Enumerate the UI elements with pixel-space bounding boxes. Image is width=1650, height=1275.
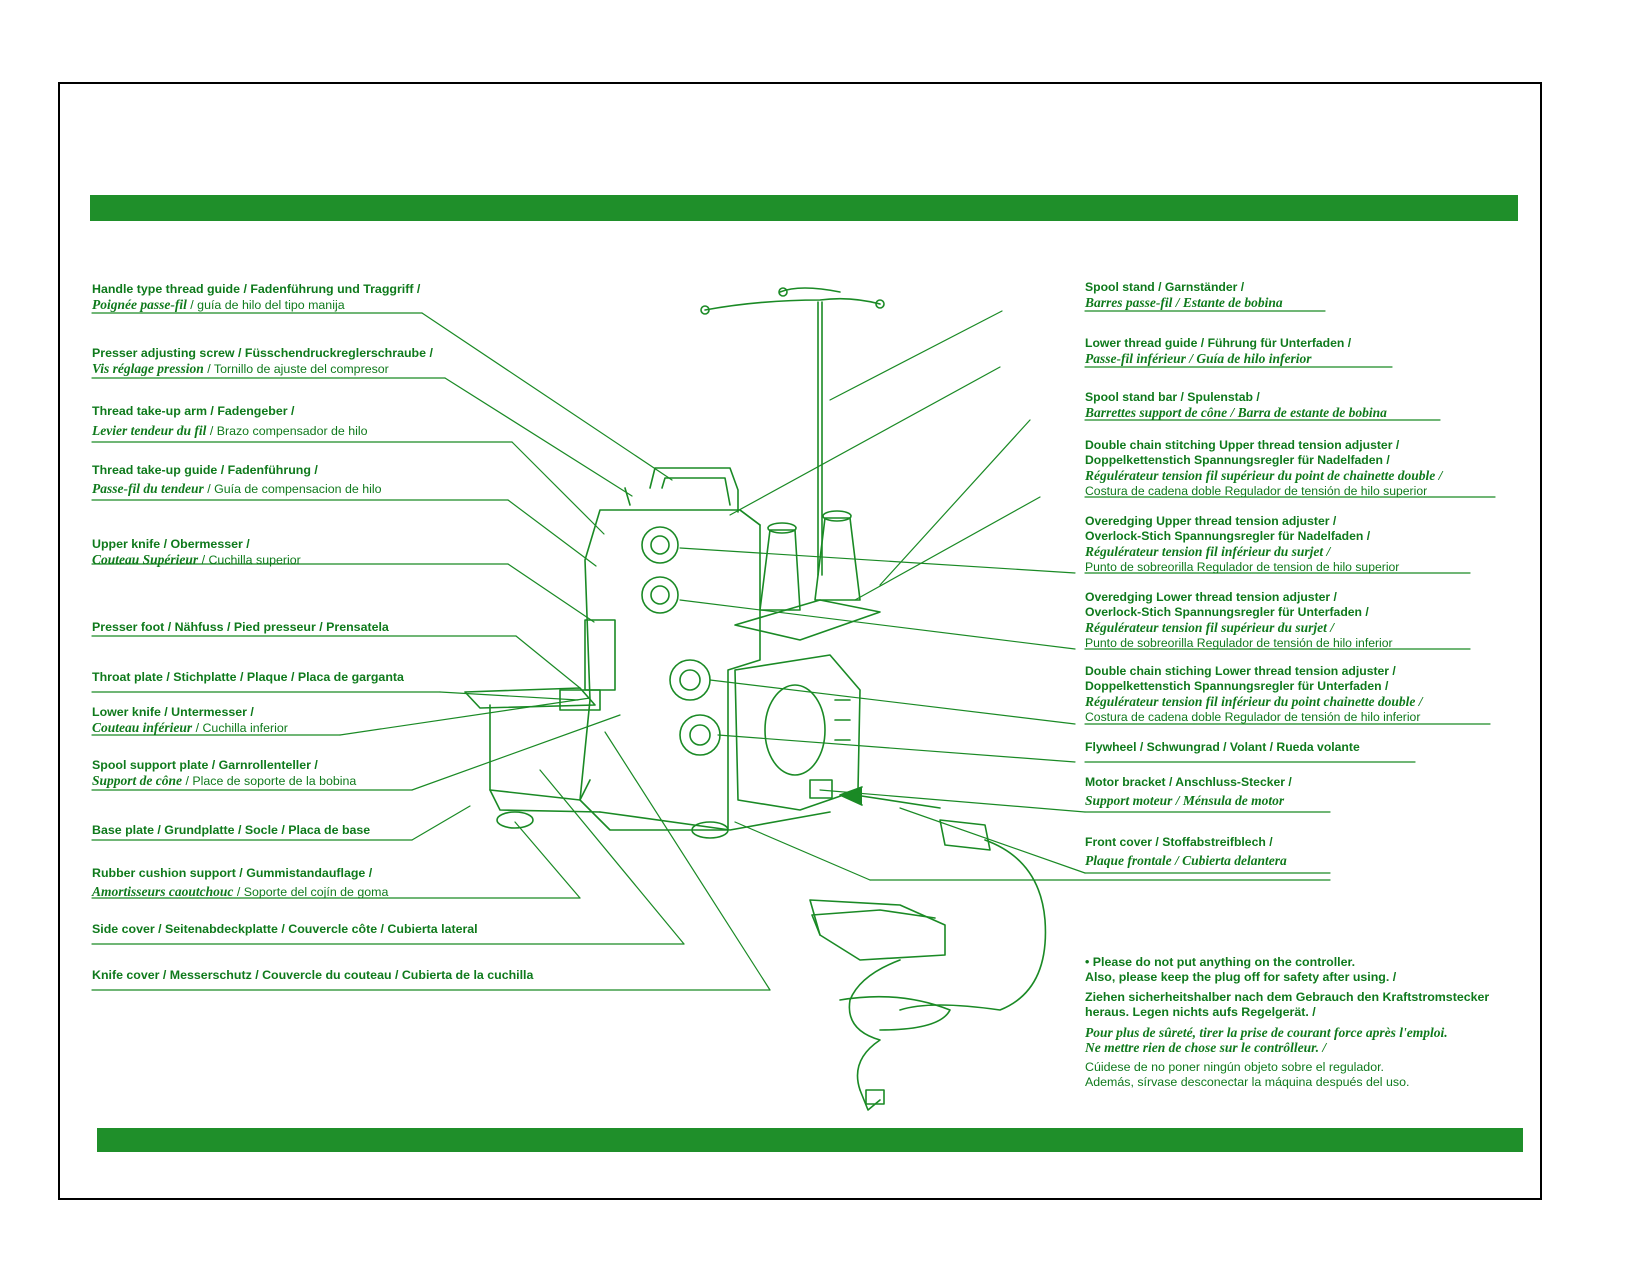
label-spool-support-plate: Spool support plate / Garnrollenteller /… [92, 758, 357, 788]
label-base-plate: Base plate / Grundplatte / Socle / Placa… [92, 823, 371, 837]
spool-stand-drawing [700, 287, 885, 576]
label-handle-thread-guide: Handle type thread guide / Fadenführung … [92, 282, 421, 312]
foot-controller-drawing [809, 786, 1047, 1111]
label-spool-stand: Spool stand / Garnständer / Barres passe… [1085, 280, 1283, 310]
label-double-chain-lower-tension: Double chain stiching Lower thread tensi… [1085, 664, 1423, 724]
label-knife-cover: Knife cover / Messerschutz / Couvercle d… [92, 968, 534, 982]
label-spool-stand-bar: Spool stand bar / Spulenstab / Barrettes… [1085, 390, 1387, 420]
label-overedging-lower-tension: Overedging Lower thread tension adjuster… [1085, 590, 1393, 650]
label-motor-bracket: Motor bracket / Anschluss-Stecker / Supp… [1085, 775, 1292, 808]
label-lower-thread-guide: Lower thread guide / Führung für Unterfa… [1085, 336, 1352, 366]
label-presser-adjusting-screw: Presser adjusting screw / Füsschendruckr… [92, 346, 433, 376]
label-overedging-upper-tension: Overedging Upper thread tension adjuster… [1085, 514, 1400, 574]
label-throat-plate: Throat plate / Stichplatte / Plaque / Pl… [92, 670, 404, 684]
page-frame [58, 82, 1542, 1200]
label-front-cover: Front cover / Stoffabstreifblech / Plaqu… [1085, 835, 1287, 868]
label-flywheel: Flywheel / Schwungrad / Volant / Rueda v… [1085, 740, 1360, 754]
label-thread-takeup-guide: Thread take-up guide / Fadenführung / Pa… [92, 463, 382, 496]
right-leader-lines [679, 310, 1496, 881]
label-thread-takeup-arm: Thread take-up arm / Fadengeber / Levier… [92, 404, 368, 438]
top-green-band [90, 195, 1518, 221]
bottom-green-band [97, 1128, 1523, 1152]
label-upper-knife: Upper knife / Obermesser / Couteau Supér… [92, 537, 301, 567]
label-presser-foot: Presser foot / Nähfuss / Pied presseur /… [92, 620, 389, 634]
label-lower-knife: Lower knife / Untermesser / Couteau infé… [92, 705, 288, 735]
controller-safety-note: • Please do not put anything on the cont… [1085, 955, 1490, 1089]
label-rubber-cushion-support: Rubber cushion support / Gummistandaufla… [92, 866, 389, 899]
label-side-cover: Side cover / Seitenabdeckplatte / Couver… [92, 922, 478, 936]
label-double-chain-upper-tension: Double chain stitching Upper thread tens… [1085, 438, 1443, 498]
machine-body-drawing [464, 467, 861, 839]
left-leader-lines [91, 312, 771, 991]
thread-cones-drawing [734, 510, 881, 641]
